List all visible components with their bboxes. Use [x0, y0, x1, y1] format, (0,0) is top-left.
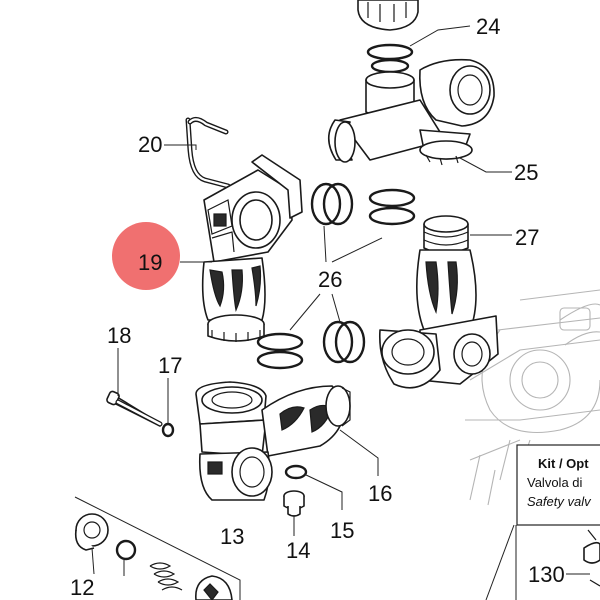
part-130-fitting	[583, 529, 600, 587]
frame-lines	[74, 496, 517, 600]
callout-17: 17	[158, 353, 182, 378]
leader-lines	[91, 25, 590, 576]
callout-16: 16	[368, 481, 392, 506]
callout-130: 130	[528, 562, 565, 587]
part-18-bolt	[106, 390, 163, 427]
part-27-valve-body	[378, 215, 499, 389]
part-13-16-lower-manifold	[195, 381, 351, 501]
kit-line-1: Valvola di	[527, 475, 583, 490]
callout-14: 14	[286, 538, 310, 563]
callout-19: 19	[138, 250, 162, 275]
part-26-o-rings	[256, 182, 416, 370]
highlight-circle-19	[112, 222, 180, 290]
callout-25: 25	[514, 160, 538, 185]
part-12-valve-group	[74, 513, 233, 600]
callout-20: 20	[138, 132, 162, 157]
kit-box: Kit / Opt Valvola di Safety valv	[516, 444, 600, 526]
part-19-manifold	[201, 154, 303, 342]
callout-numbers: 24 25 20 27 19 26 18 17 16 15 13 14 12 1…	[70, 14, 565, 600]
callout-12: 12	[70, 575, 94, 600]
part-20-clip	[185, 116, 231, 189]
callout-18: 18	[107, 323, 131, 348]
part-17-washer	[161, 422, 175, 438]
part-24-25-top-valve	[327, 0, 495, 166]
callout-24: 24	[476, 14, 500, 39]
kit-title: Kit / Opt	[538, 456, 589, 471]
callout-26: 26	[318, 267, 342, 292]
part-15-o-ring	[284, 464, 308, 480]
kit-line-2: Safety valv	[527, 494, 592, 509]
part-14-plug	[283, 490, 305, 517]
callout-13: 13	[220, 524, 244, 549]
callout-27: 27	[515, 225, 539, 250]
callout-15: 15	[330, 518, 354, 543]
